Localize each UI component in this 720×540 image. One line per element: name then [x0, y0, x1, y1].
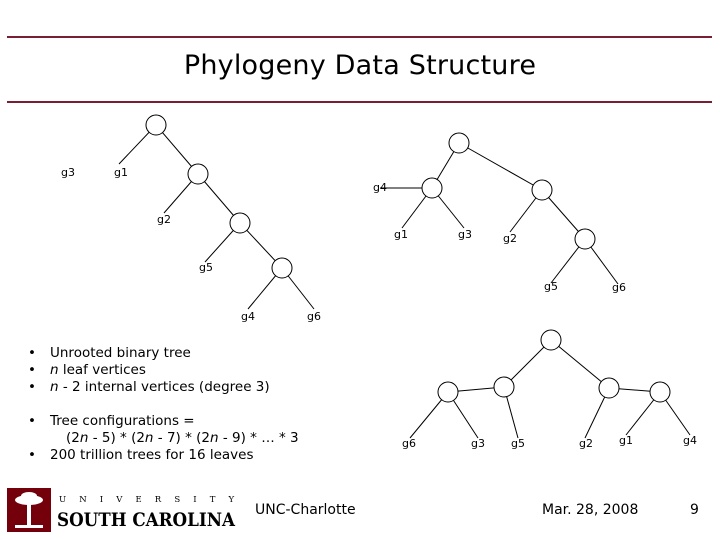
math-var-n: n [50, 379, 59, 395]
tree3-leaf-label: g3 [471, 437, 485, 450]
tree3-node [540, 329, 562, 351]
math-var-n: n [144, 430, 154, 446]
tree3-leaf-label: g5 [511, 437, 525, 450]
tree1-edge [155, 124, 199, 175]
bullet-text: - 2 internal vertices (degree 3) [58, 379, 270, 395]
tree-2: g4 g1 g3 g2 g5 g6 [373, 132, 626, 294]
logo-line-2: SOUTH CAROLINA [57, 509, 235, 531]
bullet-item: Unrooted binary tree [28, 345, 270, 362]
formula-part: (2 [66, 430, 80, 446]
logo-line-1: U N I V E R S I T Y O F [59, 495, 237, 505]
title-underline-rule [7, 101, 712, 103]
tree3-edge [550, 339, 610, 389]
math-var-n: n [209, 430, 219, 446]
footer-date: Mar. 28, 2008 [542, 502, 639, 518]
tree3-node [437, 381, 459, 403]
tree2-node [448, 132, 470, 154]
bullet-text: Tree configurations = [50, 413, 195, 429]
math-var-n: n [50, 362, 59, 378]
bullet-text: leaf vertices [58, 362, 146, 378]
tree-count-formula: (2n - 5) * (2n - 7) * (2n - 9) * … * 3 [50, 430, 299, 447]
tree2-leaf-label: g1 [394, 228, 408, 241]
formula-part: - 9) * … * 3 [218, 430, 299, 446]
math-var-n: n [79, 430, 89, 446]
page-number: 9 [690, 502, 699, 518]
bullet-text: Unrooted binary tree [50, 345, 191, 361]
tree2-edge [541, 189, 586, 240]
tree1-node [229, 212, 251, 234]
tree1-node [187, 163, 209, 185]
tree1-leaf-label: g2 [157, 213, 171, 226]
tree1-edge [197, 173, 241, 224]
tree2-leaf-label: g2 [503, 232, 517, 245]
tree1-leaf-label: g3 [61, 166, 75, 179]
formula-part: - 5) * (2 [88, 430, 145, 446]
tree2-leaf-label: g5 [544, 280, 558, 293]
slide-title: Phylogeny Data Structure [183, 50, 537, 81]
top-rule [7, 36, 712, 38]
bullet-list-tree-count: Tree configurations = (2n - 5) * (2n - 7… [28, 413, 299, 464]
tree2-node [574, 228, 596, 250]
tree3-leaf-label: g2 [579, 437, 593, 450]
bullet-item: 200 trillion trees for 16 leaves [28, 447, 299, 464]
university-logo: U N I V E R S I T Y O F SOUTH CAROLINA [7, 488, 237, 532]
tree3-leaf-label: g4 [683, 434, 697, 447]
palmetto-tree-icon [15, 492, 43, 528]
tree1-leaf-label: g5 [199, 261, 213, 274]
tree3-leaf-label: g6 [402, 437, 416, 450]
footer-institution: UNC-Charlotte [255, 502, 356, 518]
tree3-node [598, 377, 620, 399]
tree1-leaf-label: g4 [241, 310, 255, 323]
tree2-edge [458, 142, 543, 191]
bullet-item: Tree configurations = (2n - 5) * (2n - 7… [28, 413, 299, 447]
tree3-node [649, 381, 671, 403]
tree1-leaf-label: g1 [114, 166, 128, 179]
tree3-leaf-label: g1 [619, 434, 633, 447]
tree2-leaf-label: g4 [373, 181, 387, 194]
tree1-leaf-label: g6 [307, 310, 321, 323]
formula-part: - 7) * (2 [153, 430, 210, 446]
bullet-text: 200 trillion trees for 16 leaves [50, 447, 254, 463]
tree2-node [531, 179, 553, 201]
tree2-leaf-label: g3 [458, 228, 472, 241]
bullet-item: n - 2 internal vertices (degree 3) [28, 379, 270, 396]
bullet-item: n leaf vertices [28, 362, 270, 379]
tree1-node [145, 114, 167, 136]
bullet-list-tree-properties: Unrooted binary tree n leaf vertices n -… [28, 345, 270, 396]
tree2-leaf-label: g6 [612, 281, 626, 294]
tree3-node [493, 376, 515, 398]
tree2-node [421, 177, 443, 199]
tree3-edge [503, 339, 552, 388]
tree-3: g6 g3 g5 g2 g1 g4 [402, 329, 697, 450]
tree-1: g3 g1 g2 g5 g4 g6 [61, 114, 321, 323]
tree1-node [271, 257, 293, 279]
